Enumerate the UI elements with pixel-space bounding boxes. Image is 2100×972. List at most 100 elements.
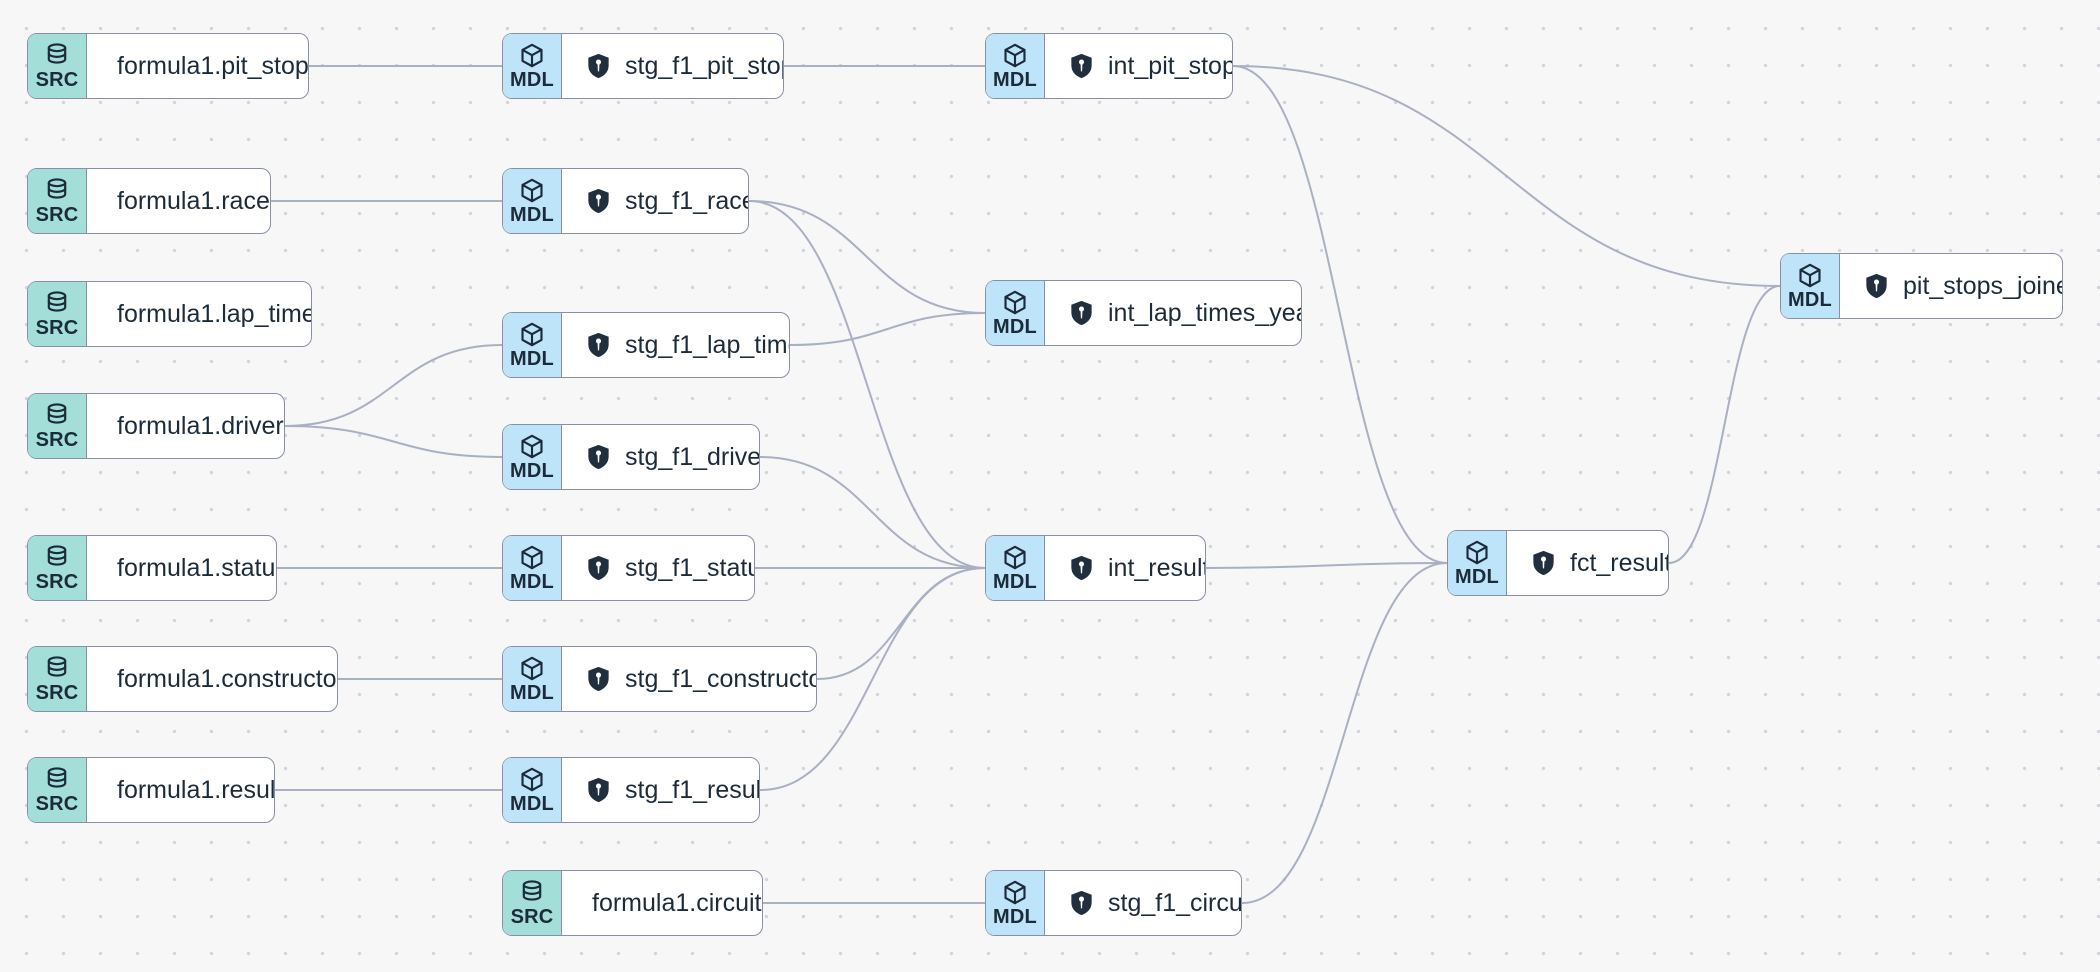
node-src_circuits[interactable]: SRC formula1.circuits — [502, 870, 763, 936]
database-icon — [47, 403, 67, 424]
node-type-badge: SRC — [28, 34, 87, 98]
node-body: formula1.results — [87, 758, 274, 822]
node-stg_lap_times[interactable]: MDL stg_f1_lap_times — [502, 312, 790, 378]
node-type-badge: SRC — [28, 536, 87, 600]
node-body: formula1.constructors — [87, 647, 337, 711]
node-body: pit_stops_joined — [1840, 254, 2062, 318]
node-type-label: MDL — [510, 460, 554, 482]
node-type-label: MDL — [993, 316, 1037, 338]
node-label: formula1.pit_stops — [117, 51, 308, 80]
node-fct_results[interactable]: MDL fct_results — [1447, 530, 1669, 596]
node-src_races[interactable]: SRC formula1.races — [27, 168, 271, 234]
node-src_results[interactable]: SRC formula1.results — [27, 757, 275, 823]
node-int_results[interactable]: MDL int_results — [985, 535, 1206, 601]
node-stg_pit_stops[interactable]: MDL stg_f1_pit_stops — [502, 33, 784, 99]
node-type-label: SRC — [35, 429, 79, 451]
package-icon — [1004, 545, 1026, 570]
node-stg_races[interactable]: MDL stg_f1_races — [502, 168, 749, 234]
node-type-label: MDL — [993, 69, 1037, 91]
node-body: stg_f1_pit_stops — [562, 34, 783, 98]
shield-icon — [1866, 273, 1887, 298]
node-body: stg_f1_lap_times — [562, 313, 789, 377]
node-body: formula1.races — [87, 169, 270, 233]
node-type-label: SRC — [35, 204, 79, 226]
database-icon — [522, 880, 542, 901]
node-type-badge: MDL — [986, 871, 1045, 935]
shield-icon — [588, 444, 609, 469]
node-type-label: SRC — [35, 69, 79, 91]
node-body: int_lap_times_years — [1045, 281, 1301, 345]
node-src_lap_times[interactable]: SRC formula1.lap_times — [27, 281, 312, 347]
node-type-label: MDL — [510, 69, 554, 91]
node-type-badge: MDL — [503, 169, 562, 233]
package-icon — [521, 545, 543, 570]
database-icon — [47, 178, 67, 199]
node-label: stg_f1_status — [625, 553, 754, 582]
node-type-label: MDL — [1788, 289, 1832, 311]
edge-int_pit_stops-fct_results — [1232, 65, 1448, 564]
node-stg_results[interactable]: MDL stg_f1_results — [502, 757, 760, 823]
node-type-badge: SRC — [28, 394, 87, 458]
node-type-label: MDL — [993, 571, 1037, 593]
node-type-badge: SRC — [28, 758, 87, 822]
shield-icon — [588, 53, 609, 78]
package-icon — [1004, 290, 1026, 315]
node-src_pit_stops[interactable]: SRC formula1.pit_stops — [27, 33, 309, 99]
node-label: pit_stops_joined — [1903, 271, 2062, 300]
node-body: int_results — [1045, 536, 1205, 600]
shield-icon — [588, 777, 609, 802]
node-type-label: MDL — [510, 348, 554, 370]
edge-int_results-fct_results — [1205, 562, 1448, 569]
node-type-label: MDL — [1455, 566, 1499, 588]
node-type-badge: SRC — [28, 647, 87, 711]
node-type-label: SRC — [35, 571, 79, 593]
node-stg_status[interactable]: MDL stg_f1_status — [502, 535, 755, 601]
node-body: int_pit_stops — [1045, 34, 1232, 98]
node-type-badge: MDL — [503, 425, 562, 489]
node-src_status[interactable]: SRC formula1.status — [27, 535, 277, 601]
node-label: formula1.status — [117, 553, 276, 582]
package-icon — [521, 656, 543, 681]
node-type-label: MDL — [993, 906, 1037, 928]
node-stg_drivers[interactable]: MDL stg_f1_drivers — [502, 424, 760, 490]
node-stg_constructors[interactable]: MDL stg_f1_constructors — [502, 646, 817, 712]
node-type-label: SRC — [35, 793, 79, 815]
node-body: stg_f1_status — [562, 536, 754, 600]
node-type-label: SRC — [35, 317, 79, 339]
edge-src_drivers-stg_drivers — [284, 425, 503, 458]
node-src_constructors[interactable]: SRC formula1.constructors — [27, 646, 338, 712]
package-icon — [1004, 880, 1026, 905]
shield-icon — [1071, 555, 1092, 580]
edge-fct_results-pit_stops_joined — [1668, 285, 1781, 564]
node-type-badge: MDL — [503, 313, 562, 377]
node-body: formula1.drivers — [87, 394, 284, 458]
node-stg_circuits[interactable]: MDL stg_f1_circuits — [985, 870, 1242, 936]
package-icon — [521, 434, 543, 459]
node-body: formula1.lap_times — [87, 282, 311, 346]
node-label: stg_f1_pit_stops — [625, 51, 783, 80]
node-body: stg_f1_circuits — [1045, 871, 1241, 935]
database-icon — [47, 545, 67, 566]
package-icon — [521, 43, 543, 68]
package-icon — [1004, 43, 1026, 68]
node-type-badge: MDL — [503, 34, 562, 98]
node-src_drivers[interactable]: SRC formula1.drivers — [27, 393, 285, 459]
node-type-badge: SRC — [503, 871, 562, 935]
node-type-badge: SRC — [28, 282, 87, 346]
node-int_lap_times_years[interactable]: MDL int_lap_times_years — [985, 280, 1302, 346]
database-icon — [47, 291, 67, 312]
node-int_pit_stops[interactable]: MDL int_pit_stops — [985, 33, 1233, 99]
database-icon — [47, 767, 67, 788]
node-body: stg_f1_races — [562, 169, 748, 233]
node-body: stg_f1_constructors — [562, 647, 816, 711]
edge-stg_results-int_results — [759, 567, 986, 791]
shield-icon — [588, 332, 609, 357]
node-body: formula1.pit_stops — [87, 34, 308, 98]
package-icon — [521, 767, 543, 792]
node-type-badge: MDL — [986, 34, 1045, 98]
node-label: formula1.drivers — [117, 411, 284, 440]
node-body: formula1.status — [87, 536, 276, 600]
node-pit_stops_joined[interactable]: MDL pit_stops_joined — [1780, 253, 2063, 319]
